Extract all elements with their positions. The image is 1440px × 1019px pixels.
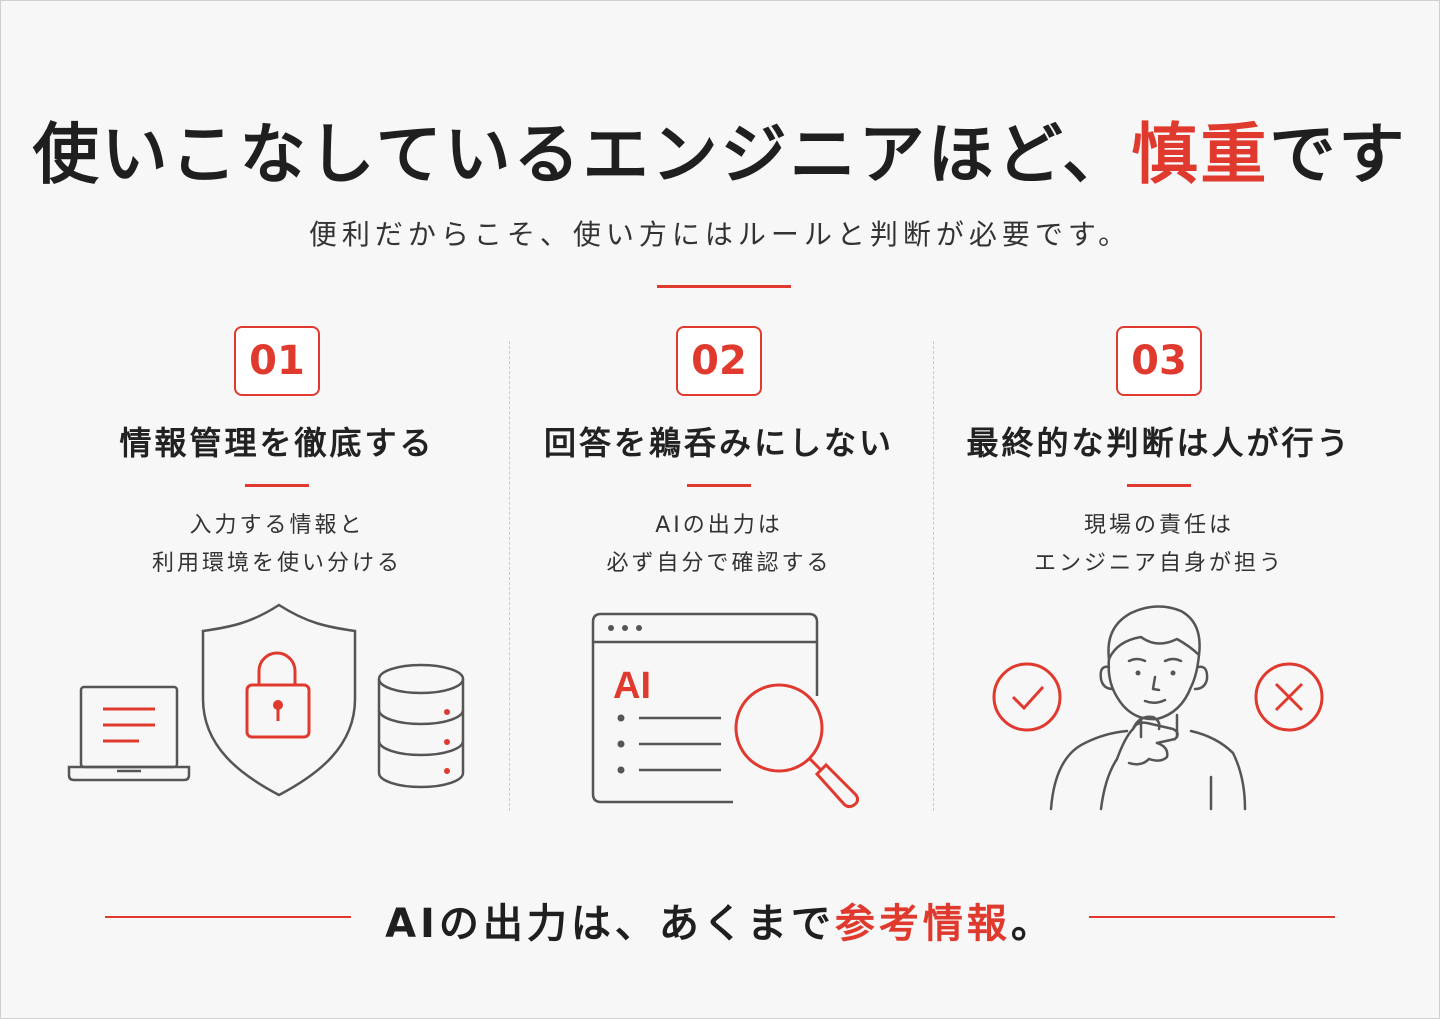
check-circle-icon — [992, 662, 1062, 732]
shield-lock-icon — [201, 603, 357, 797]
security-illustration — [67, 603, 465, 797]
footer-rule-right — [1089, 916, 1335, 918]
page-title: 使いこなしているエンジニアほど、慎重です — [1, 101, 1439, 197]
judgement-illustration — [992, 605, 1324, 811]
point-description-line: 入力する情報と — [189, 513, 365, 538]
point-divider — [1127, 484, 1191, 487]
thinking-person-icon — [1049, 605, 1247, 811]
title-main: 使いこなしているエンジニアほど、 — [32, 116, 1132, 193]
title-highlight: 慎重 — [1131, 116, 1270, 193]
point-description: AIの出力は 必ず自分で確認する — [509, 507, 929, 583]
point-description-line: 必ず自分で確認する — [606, 551, 832, 576]
point-title: 回答を鵜呑みにしない — [543, 424, 894, 462]
point-column-03: 03 最終的な判断は人が行う 現場の責任は エンジニア自身が担う — [949, 326, 1369, 583]
footer-rule-left — [105, 916, 351, 918]
point-number-badge: 01 — [234, 326, 320, 396]
footer-message: AIの出力は、あくまで参考情報。 — [1, 891, 1439, 949]
point-number-badge: 03 — [1116, 326, 1202, 396]
point-title: 情報管理を徹底する — [119, 424, 435, 462]
point-description: 現場の責任は エンジニア自身が担う — [949, 507, 1369, 583]
point-description: 入力する情報と 利用環境を使い分ける — [67, 507, 487, 583]
point-description-line: エンジニア自身が担う — [1033, 551, 1284, 576]
point-description-line: 利用環境を使い分ける — [151, 551, 402, 576]
database-icon — [377, 663, 465, 789]
ai-label: AI — [613, 665, 651, 707]
point-description-line: AIの出力は — [655, 513, 783, 538]
title-divider — [657, 285, 791, 288]
point-divider — [687, 484, 751, 487]
point-column-01: 01 情報管理を徹底する 入力する情報と 利用環境を使い分ける — [67, 326, 487, 583]
column-separator — [933, 341, 934, 811]
footer-text-main: AIの出力は、あくまで — [385, 901, 835, 947]
verification-illustration: AI — [591, 612, 860, 809]
cross-circle-icon — [1254, 662, 1324, 732]
column-separator — [509, 341, 510, 811]
footer-text-highlight: 参考情報 — [834, 901, 1011, 947]
point-description-line: 現場の責任は — [1083, 513, 1234, 538]
point-number-badge: 02 — [676, 326, 762, 396]
footer-text-tail: 。 — [1010, 901, 1055, 947]
point-column-02: 02 回答を鵜呑みにしない AIの出力は 必ず自分で確認する — [509, 326, 929, 583]
point-title: 最終的な判断は人が行う — [966, 424, 1352, 462]
title-tail: です — [1269, 116, 1408, 193]
browser-window-icon: AI — [591, 612, 819, 804]
page-subtitle: 便利だからこそ、使い方にはルールと判断が必要です。 — [308, 218, 1132, 251]
laptop-icon — [67, 685, 191, 782]
point-divider — [245, 484, 309, 487]
magnifier-icon — [734, 683, 860, 809]
